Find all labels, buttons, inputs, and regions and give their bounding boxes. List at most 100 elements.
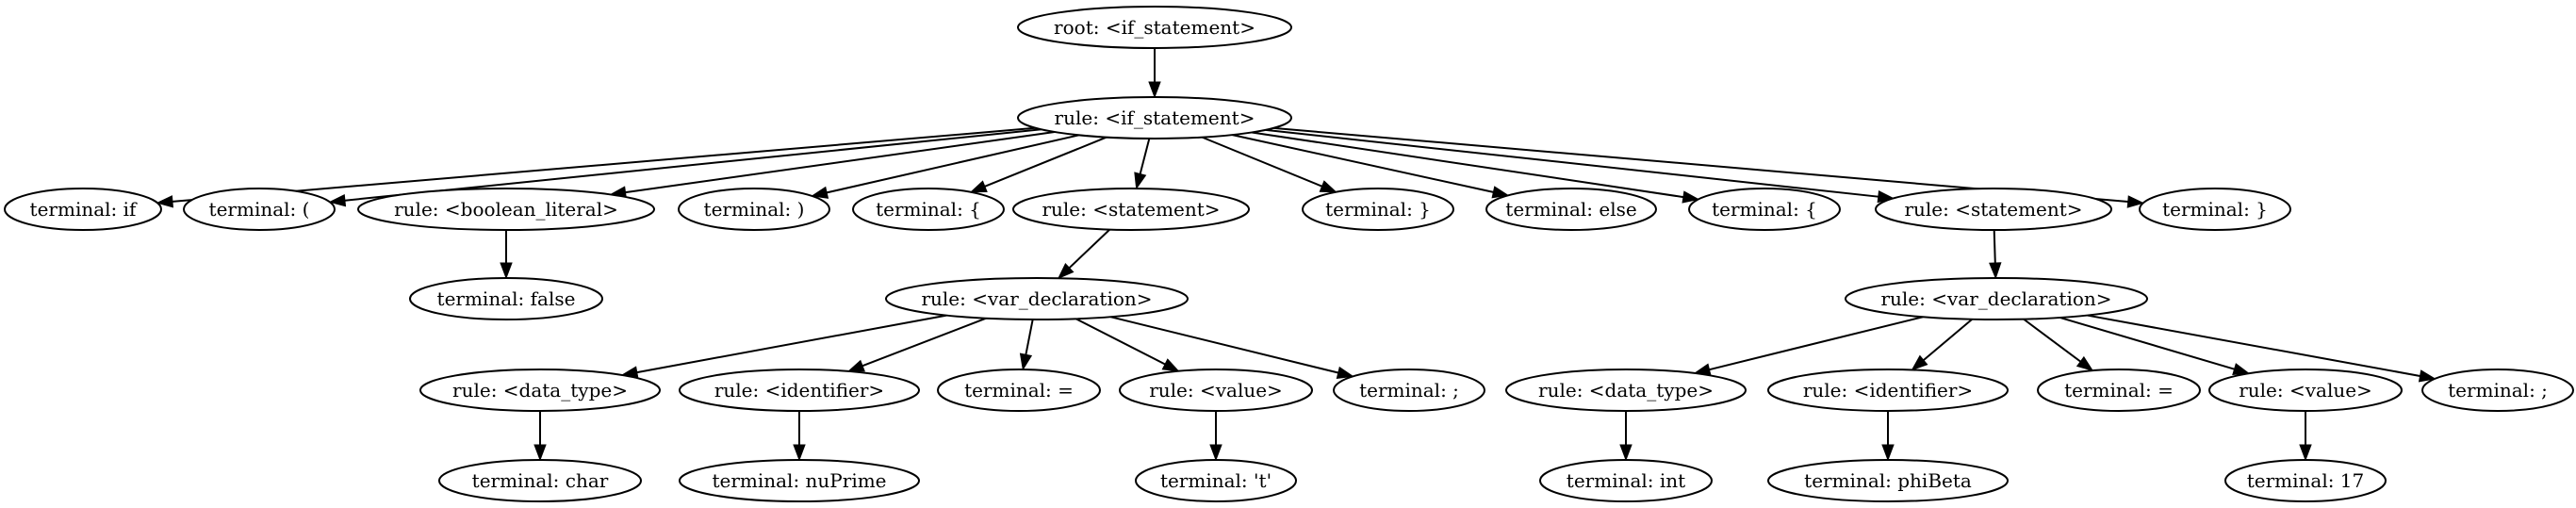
node-label: terminal: nuPrime bbox=[712, 469, 886, 492]
edge-line bbox=[2059, 316, 2235, 370]
node-ellipse bbox=[357, 188, 655, 231]
edge-r-stmt1-to-r-vardecl1 bbox=[1057, 228, 1110, 280]
node-label: terminal: 17 bbox=[2247, 469, 2365, 492]
edge-r-vardecl1-to-r-value1 bbox=[1075, 318, 1180, 372]
arrowhead-icon bbox=[1209, 444, 1222, 462]
edge-line bbox=[1139, 138, 1151, 174]
node-label: terminal: phiBeta bbox=[1804, 469, 1972, 492]
edge-r-dtype2-to-t-int bbox=[1619, 411, 1633, 462]
node-t-semi1: terminal: ; bbox=[1333, 369, 1485, 412]
node-ellipse bbox=[2224, 459, 2387, 502]
node-t-rbrace1: terminal: } bbox=[1302, 188, 1454, 231]
edge-line bbox=[826, 134, 1079, 194]
node-t-17: terminal: 17 bbox=[2224, 459, 2387, 502]
node-label: terminal: ; bbox=[2448, 379, 2548, 401]
node-ellipse bbox=[2037, 369, 2201, 412]
node-r-vardecl1: rule: <var_declaration> bbox=[885, 277, 1189, 320]
node-t-int: terminal: int bbox=[1539, 459, 1713, 502]
node-label: terminal: { bbox=[876, 198, 981, 221]
edge-line bbox=[1075, 318, 1166, 366]
node-label: terminal: = bbox=[2064, 379, 2174, 401]
node-ellipse bbox=[409, 277, 603, 320]
edge-r-vardecl2-to-t-semi2 bbox=[2087, 314, 2437, 383]
node-label: terminal: ) bbox=[704, 198, 805, 221]
arrowhead-icon bbox=[846, 359, 865, 372]
edge-if-stmt-to-t-lbrace2 bbox=[1251, 131, 1700, 204]
edge-line bbox=[625, 130, 1055, 194]
node-ellipse bbox=[2139, 188, 2291, 231]
node-label: terminal: } bbox=[2162, 198, 2268, 221]
arrowhead-icon bbox=[2299, 444, 2312, 462]
arrowhead-icon bbox=[969, 180, 988, 193]
node-r-vardecl2: rule: <var_declaration> bbox=[1845, 277, 2148, 320]
edge-root-to-if-stmt bbox=[1148, 48, 1161, 99]
node-label: terminal: if bbox=[30, 198, 138, 221]
edge-r-dtype1-to-t-char bbox=[533, 411, 547, 462]
node-label: terminal: ; bbox=[1359, 379, 1459, 401]
arrowhead-icon bbox=[1989, 262, 2002, 280]
node-ellipse bbox=[2421, 369, 2574, 412]
node-ellipse bbox=[1875, 188, 2112, 231]
arrowhead-icon bbox=[1161, 358, 1180, 372]
edge-line bbox=[1232, 134, 1494, 193]
node-label: terminal: char bbox=[472, 469, 609, 492]
node-label: rule: <identifier> bbox=[1803, 379, 1973, 401]
node-label: root: <if_statement> bbox=[1054, 16, 1255, 39]
node-ellipse bbox=[1135, 459, 1297, 502]
edge-line bbox=[636, 314, 947, 374]
node-label: terminal: int bbox=[1567, 469, 1685, 492]
node-t-lparen: terminal: ( bbox=[183, 188, 336, 231]
arrowhead-icon bbox=[1319, 180, 1337, 193]
node-t-eq2: terminal: = bbox=[2037, 369, 2201, 412]
node-ellipse bbox=[438, 459, 642, 502]
arrowhead-icon bbox=[793, 444, 806, 462]
edge-if-stmt-to-t-rparen bbox=[811, 134, 1079, 199]
node-t-lbrace2: terminal: { bbox=[1688, 188, 1841, 231]
node-ellipse bbox=[2208, 369, 2403, 412]
edge-r-vardecl1-to-r-dtype1 bbox=[620, 314, 947, 379]
node-ellipse bbox=[419, 369, 661, 412]
node-label: rule: <boolean_literal> bbox=[394, 198, 618, 221]
arrowhead-icon bbox=[2418, 369, 2437, 383]
node-ellipse bbox=[1302, 188, 1454, 231]
edge-r-vardecl2-to-t-eq2 bbox=[2023, 318, 2094, 372]
edge-line bbox=[2087, 314, 2420, 377]
node-ellipse bbox=[1505, 369, 1747, 412]
node-label: rule: <data_type> bbox=[452, 379, 628, 401]
node-r-dtype2: rule: <data_type> bbox=[1505, 369, 1747, 412]
edge-line bbox=[861, 317, 987, 368]
edge-r-vardecl1-to-r-ident1 bbox=[846, 317, 987, 372]
node-label: rule: <value> bbox=[1149, 379, 1283, 401]
node-r-ident2: rule: <identifier> bbox=[1767, 369, 2009, 412]
node-label: terminal: = bbox=[964, 379, 1074, 401]
edge-line bbox=[1109, 316, 1339, 374]
edge-r-vardecl1-to-t-semi1 bbox=[1109, 316, 1354, 379]
node-ellipse bbox=[679, 369, 920, 412]
node-r-dtype1: rule: <data_type> bbox=[419, 369, 661, 412]
arrowhead-icon bbox=[328, 193, 347, 207]
node-r-value1: rule: <value> bbox=[1119, 369, 1313, 412]
edge-line bbox=[172, 126, 1036, 203]
node-t-nuprime: terminal: nuPrime bbox=[679, 459, 920, 502]
edge-r-vardecl2-to-r-ident2 bbox=[1911, 318, 1973, 371]
node-r-stmt1: rule: <statement> bbox=[1012, 188, 1250, 231]
node-label: rule: <statement> bbox=[1904, 198, 2082, 221]
node-t-eq1: terminal: = bbox=[937, 369, 1101, 412]
node-label: rule: <statement> bbox=[1042, 198, 1220, 221]
edge-line bbox=[1923, 318, 1973, 361]
node-ellipse bbox=[1017, 96, 1292, 139]
edge-r-value2-to-t-17 bbox=[2299, 411, 2312, 462]
node-r-stmt2: rule: <statement> bbox=[1875, 188, 2112, 231]
edge-r-ident2-to-t-phibeta bbox=[1881, 411, 1895, 462]
node-t-false: terminal: false bbox=[409, 277, 603, 320]
edge-r-bool-to-t-false bbox=[500, 230, 513, 280]
arrowhead-icon bbox=[533, 444, 547, 462]
edges-layer bbox=[156, 48, 2437, 462]
node-t-rparen: terminal: ) bbox=[678, 188, 830, 231]
node-t-tchar: terminal: 't' bbox=[1135, 459, 1297, 502]
node-label: terminal: else bbox=[1505, 198, 1636, 221]
edge-line bbox=[1025, 319, 1034, 355]
arrowhead-icon bbox=[2076, 355, 2094, 372]
node-t-semi2: terminal: ; bbox=[2421, 369, 2574, 412]
